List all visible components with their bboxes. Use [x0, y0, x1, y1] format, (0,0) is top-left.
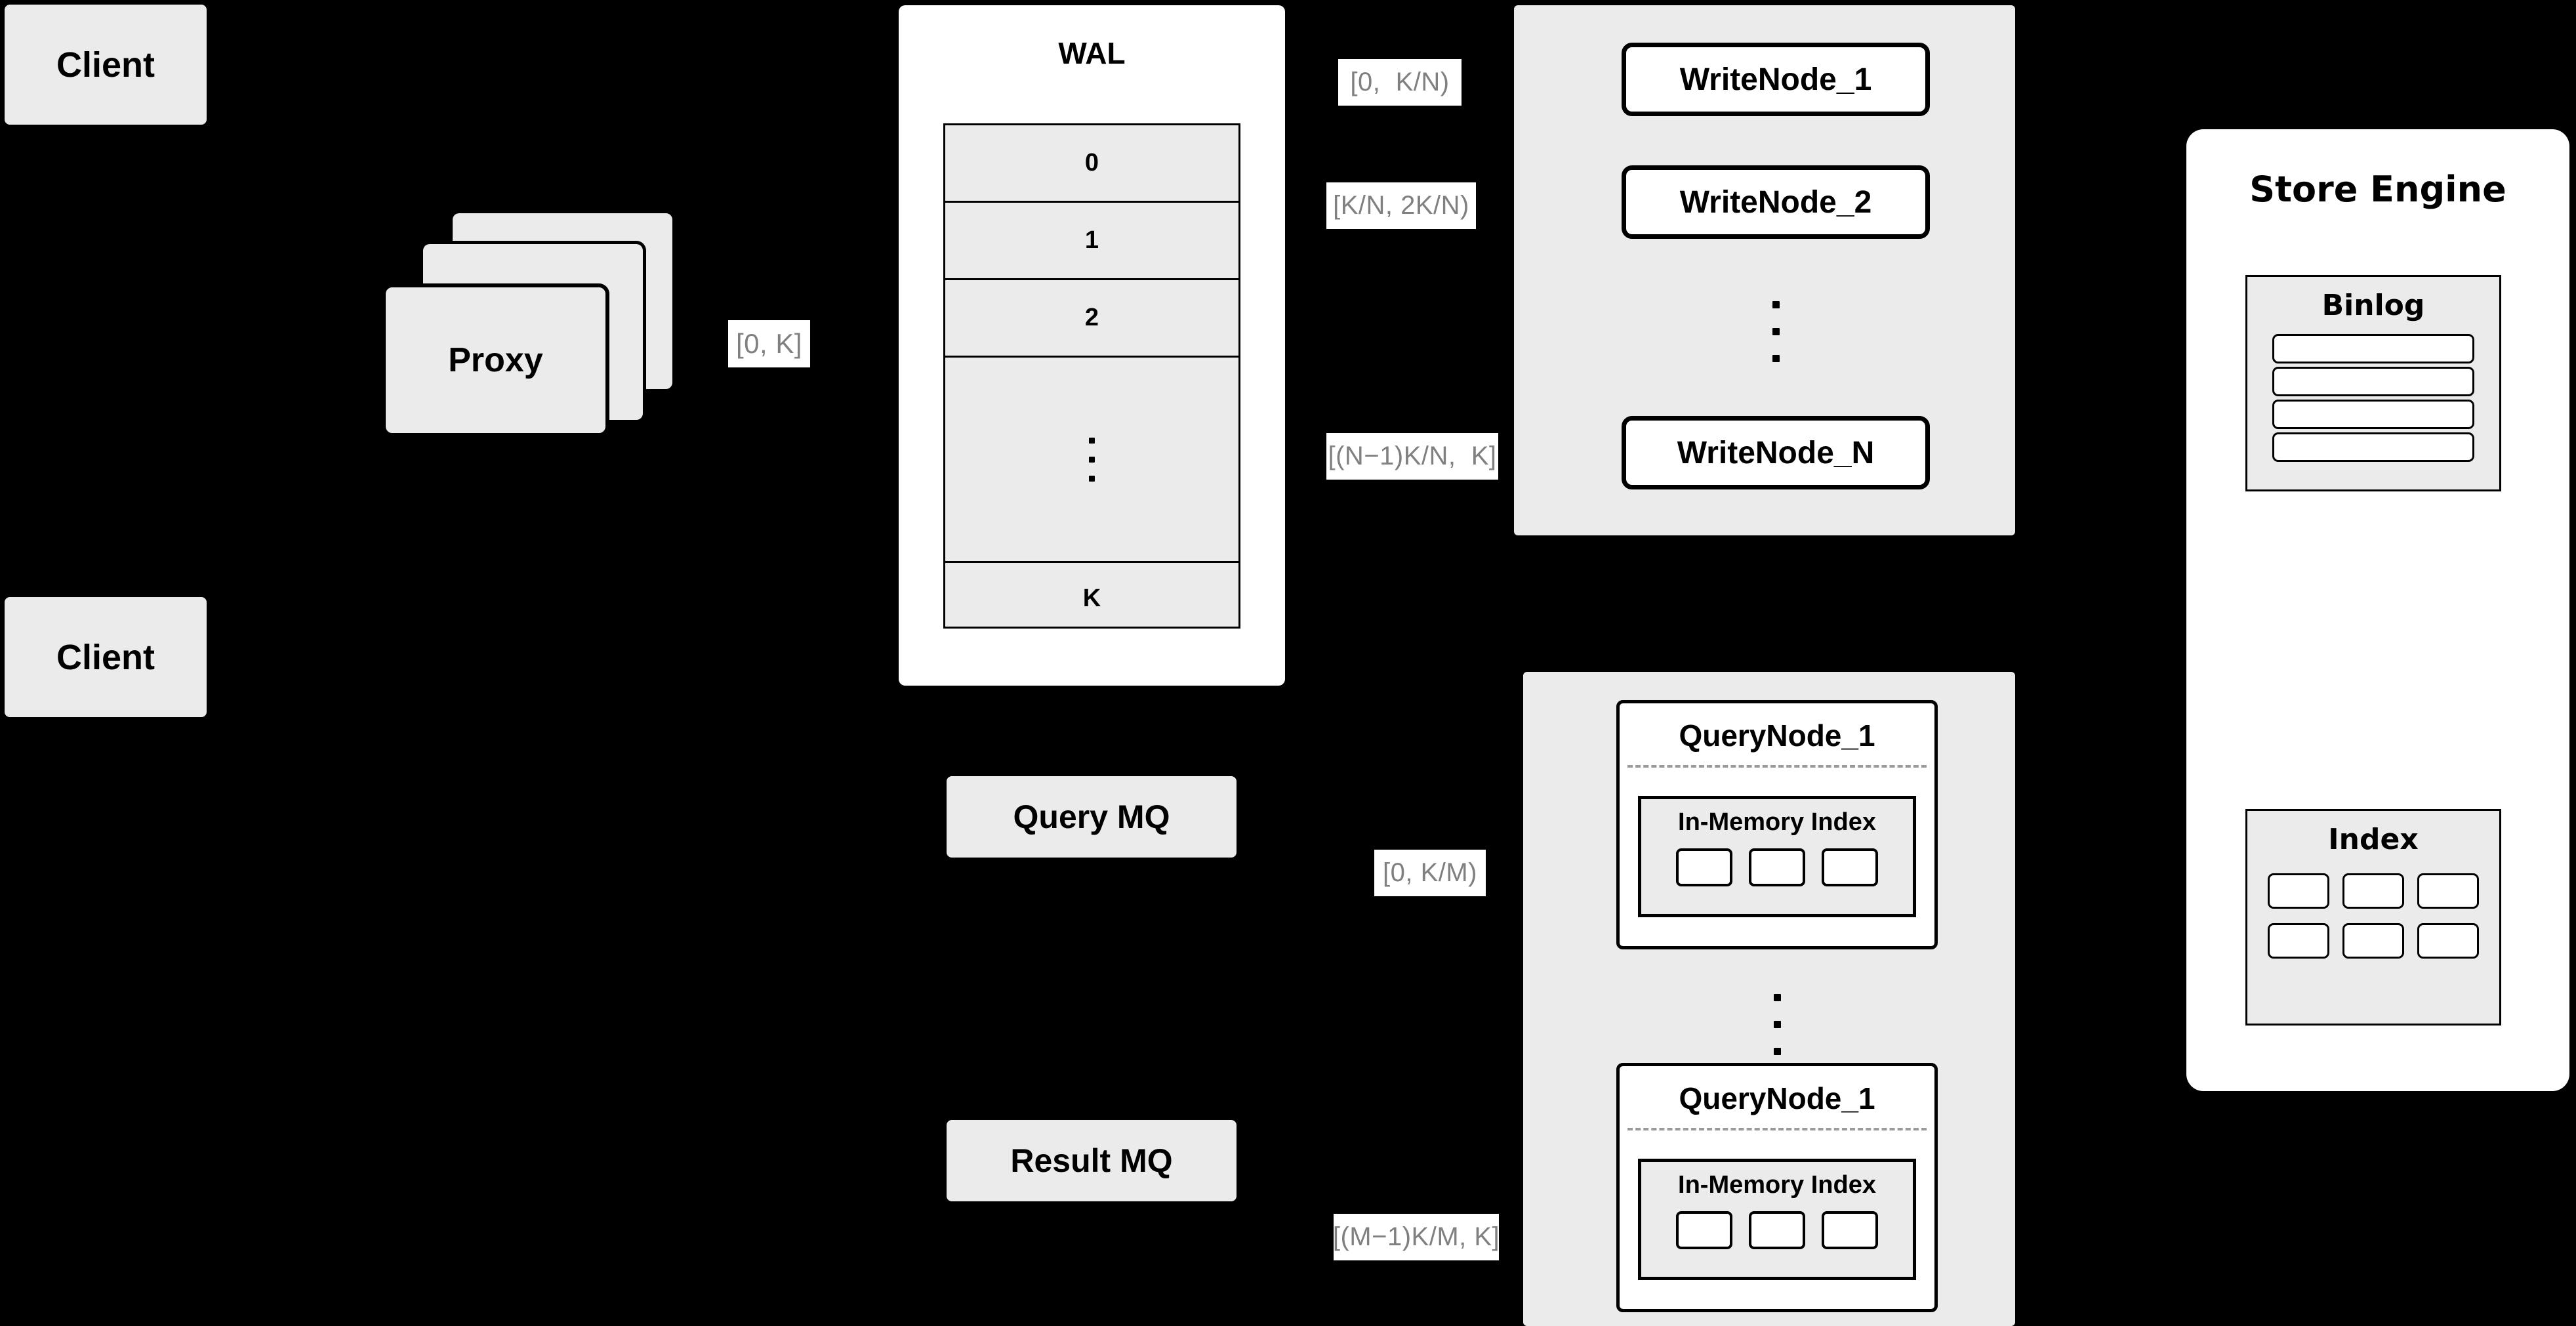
- client-label-2: Client: [56, 637, 155, 677]
- wal-row-k: K: [1082, 585, 1101, 612]
- range-label-querynode-m: [(M−1)K/M, K]: [1332, 1214, 1500, 1260]
- binlog-slab: [2272, 400, 2474, 429]
- index-slab: [2342, 873, 2404, 909]
- in-memory-index-1-title: In-Memory Index: [1678, 808, 1876, 836]
- result-mq-label: Result MQ: [1010, 1142, 1173, 1179]
- query-node-m-divider: [1627, 1128, 1927, 1130]
- in-memory-index-m-title: In-Memory Index: [1678, 1171, 1876, 1199]
- binlog-section: Binlog: [2245, 275, 2501, 491]
- arrow-line-store-binlog: [2150, 392, 2192, 396]
- index-slab: [2268, 873, 2329, 909]
- range-label-querynode-1-text: [0, K/M): [1382, 858, 1478, 887]
- binlog-title: Binlog: [2321, 289, 2425, 322]
- store-engine-title: Store Engine: [2249, 169, 2506, 210]
- write-node-1[interactable]: WriteNode_1: [1622, 43, 1930, 116]
- index-chip: [1822, 1211, 1878, 1249]
- query-node-ellipsis: [1616, 962, 1938, 1087]
- range-label-querynode-m-text: [(M−1)K/M, K]: [1332, 1222, 1500, 1251]
- query-node-cluster: QueryNode_1 In-Memory Index QueryNode_1: [1523, 672, 2015, 1326]
- write-node-ellipsis: [1622, 269, 1930, 394]
- vertical-ellipsis-icon: [1089, 475, 1095, 482]
- index-chip: [1749, 1211, 1805, 1249]
- range-label-querynode-1: [0, K/M): [1374, 850, 1486, 896]
- range-label-writenode-2-text: [K/N, 2K/N): [1333, 191, 1469, 220]
- range-label-writenode-n: [(N−1)K/N, K]: [1326, 433, 1498, 480]
- store-engine-panel: Store Engine Binlog Index: [2186, 129, 2569, 1091]
- write-node-2[interactable]: WriteNode_2: [1622, 165, 1930, 239]
- wal-row-ellipsis: [945, 358, 1238, 563]
- index-chip: [1676, 1211, 1732, 1249]
- range-label-proxy-to-wal-text: [0, K]: [735, 328, 803, 359]
- index-title: Index: [2328, 823, 2419, 856]
- index-section: Index: [2245, 809, 2501, 1026]
- proxy-label: Proxy: [448, 341, 543, 379]
- in-memory-index-m: In-Memory Index: [1638, 1159, 1916, 1280]
- write-node-n[interactable]: WriteNode_N: [1622, 416, 1930, 489]
- binlog-slab: [2272, 334, 2474, 363]
- index-chip: [1676, 848, 1732, 886]
- index-slab: [2417, 873, 2479, 909]
- query-node-m-label: QueryNode_1: [1679, 1081, 1875, 1115]
- vertical-ellipsis-icon: [1772, 327, 1780, 335]
- arrow-line-store-index: [2150, 927, 2192, 932]
- range-label-writenode-1-text: [0, K/N): [1350, 68, 1450, 96]
- vertical-ellipsis-icon: [1089, 437, 1095, 444]
- index-slab: [2342, 923, 2404, 959]
- vertical-ellipsis-icon: [1773, 993, 1781, 1001]
- vertical-ellipsis-icon: [1089, 456, 1095, 463]
- index-chip: [1822, 848, 1878, 886]
- wal-title: WAL: [1058, 36, 1126, 70]
- index-chip: [1749, 848, 1805, 886]
- wal-table: 0 1 2 K: [943, 123, 1240, 629]
- wal-row-1: 1: [945, 203, 1238, 280]
- range-label-writenode-n-text: [(N−1)K/N, K]: [1328, 442, 1497, 470]
- in-memory-index-1: In-Memory Index: [1638, 796, 1916, 917]
- index-slab: [2268, 923, 2329, 959]
- query-mq-label: Query MQ: [1013, 798, 1170, 835]
- vertical-ellipsis-icon: [1773, 1047, 1781, 1055]
- write-node-cluster: WriteNode_1 WriteNode_2 WriteNode_N: [1514, 5, 2015, 535]
- write-node-1-label: WriteNode_1: [1679, 62, 1872, 97]
- wal-panel: WAL 0 1 2 K: [899, 5, 1285, 686]
- write-node-n-label: WriteNode_N: [1677, 435, 1875, 470]
- client-box-1[interactable]: Client: [5, 5, 207, 125]
- vertical-ellipsis-icon: [1773, 1020, 1781, 1028]
- query-node-1[interactable]: QueryNode_1 In-Memory Index: [1616, 700, 1938, 949]
- query-node-m[interactable]: QueryNode_1 In-Memory Index: [1616, 1063, 1938, 1312]
- index-slab: [2417, 923, 2479, 959]
- wal-row-2: 2: [945, 280, 1238, 358]
- proxy-card-front[interactable]: Proxy: [386, 287, 605, 433]
- binlog-slab: [2272, 367, 2474, 396]
- range-label-proxy-to-wal: [0, K]: [728, 320, 810, 367]
- client-label-1: Client: [56, 45, 155, 85]
- vertical-ellipsis-icon: [1772, 300, 1780, 308]
- client-box-2[interactable]: Client: [5, 597, 207, 717]
- wal-row-0: 0: [945, 125, 1238, 203]
- write-node-2-label: WriteNode_2: [1679, 184, 1872, 220]
- range-label-writenode-2: [K/N, 2K/N): [1326, 182, 1476, 229]
- query-mq-box[interactable]: Query MQ: [947, 776, 1237, 858]
- binlog-slab: [2272, 432, 2474, 462]
- result-mq-box[interactable]: Result MQ: [947, 1120, 1237, 1201]
- query-node-1-label: QueryNode_1: [1679, 718, 1875, 753]
- range-label-writenode-1: [0, K/N): [1338, 59, 1462, 106]
- vertical-ellipsis-icon: [1772, 354, 1780, 362]
- query-node-1-divider: [1627, 765, 1927, 768]
